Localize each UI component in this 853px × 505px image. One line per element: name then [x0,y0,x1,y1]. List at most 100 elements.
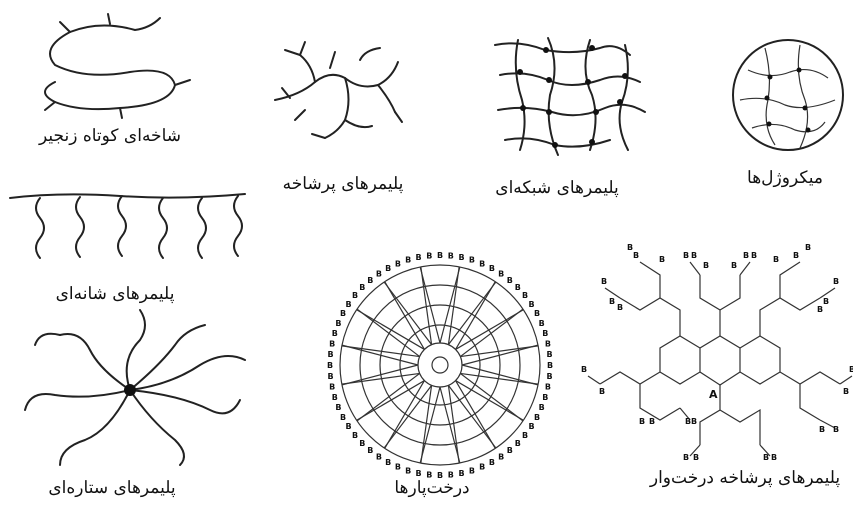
end-group-B: B [522,291,528,300]
end-group-B: B [528,300,534,309]
end-group-B: B [539,403,545,412]
end-group-B: B [335,403,341,412]
dendrimer-spoke [385,282,425,350]
end-group-B: B [479,259,485,268]
end-group-B: B [367,446,373,455]
end-group-B: B [773,255,779,264]
end-group-B: B [352,431,358,440]
end-group-B: B [329,340,335,349]
end-group-B: B [659,255,665,264]
comb-drawing [10,194,245,258]
dendritic-end-groups: BBBBBBBBBBBBBBBBBBBBBBBBBBBBBBBB [581,243,853,462]
end-group-B: B [469,466,475,475]
end-group-B: B [385,264,391,273]
end-group-B: B [352,291,358,300]
end-group-B: B [819,425,825,434]
end-group-B: B [498,270,504,279]
end-group-B: B [448,470,454,479]
end-group-B: B [335,319,341,328]
network-drawing [495,38,645,155]
end-group-B: B [328,372,334,381]
end-group-B: B [833,277,839,286]
end-group-B: B [328,350,334,359]
end-group-B: B [805,243,811,252]
end-group-B: B [751,251,757,260]
end-group-B: B [649,417,655,426]
short-chain-drawing [45,14,190,118]
end-group-B: B [469,256,475,265]
dendrimer-spoke [456,381,496,449]
end-group-B: B [691,417,697,426]
end-group-B: B [359,439,365,448]
end-group-B: B [546,372,552,381]
end-group-B: B [367,276,373,285]
end-group-B: B [426,252,432,261]
end-group-B: B [833,425,839,434]
dendrimer-spoke [456,310,524,350]
end-group-B: B [346,422,352,431]
end-group-B: B [534,413,540,422]
end-group-B: B [507,276,513,285]
end-group-B: B [395,463,401,472]
end-group-B: B [542,329,548,338]
end-group-B: B [327,361,333,370]
branched-drawing [275,42,402,138]
end-group-B: B [385,458,391,467]
end-group-B: B [507,446,513,455]
end-group-B: B [437,251,443,260]
end-group-B: B [601,277,607,286]
microgel-drawing [733,40,843,150]
end-group-B: B [545,382,551,391]
end-group-B: B [843,387,849,396]
end-group-B: B [545,340,551,349]
end-group-B: B [693,453,699,462]
end-group-B: B [332,329,338,338]
end-group-B: B [534,309,540,318]
end-group-B: B [771,453,777,462]
core-A-label: A [709,388,718,401]
end-group-B: B [340,309,346,318]
end-group-B: B [329,382,335,391]
end-group-B: B [376,270,382,279]
end-group-B: B [633,251,639,260]
end-group-B: B [823,297,829,306]
end-group-B: B [528,422,534,431]
end-group-B: B [332,393,338,402]
end-group-B: B [522,431,528,440]
end-group-B: B [416,253,422,262]
end-group-B: B [405,466,411,475]
dendrimer-spoke [357,310,425,350]
end-group-B: B [479,463,485,472]
end-group-B: B [617,303,623,312]
end-group-B: B [359,283,365,292]
end-group-B: B [599,387,605,396]
end-group-B: B [515,439,521,448]
end-group-B: B [458,253,464,262]
end-group-B: B [639,417,645,426]
end-group-B: B [515,283,521,292]
dendrimer-spoke [456,282,496,350]
end-group-B: B [743,251,749,260]
end-group-B: B [683,251,689,260]
end-group-B: B [498,452,504,461]
end-group-B: B [489,264,495,273]
end-group-B: B [376,452,382,461]
end-group-B: B [581,365,587,374]
dendrimer-drawing: BBBBBBBBBBBBBBBBBBBBBBBBBBBBBBBBBBBBBBBB… [327,251,553,480]
end-group-B: B [683,453,689,462]
dendrimer-spokes [342,267,538,463]
end-group-B: B [546,350,552,359]
dendrimer-spoke [385,381,425,449]
dendrimer-spoke [357,381,425,421]
end-group-B: B [763,453,769,462]
end-group-B: B [849,365,853,374]
end-group-B: B [539,319,545,328]
end-group-B: B [489,458,495,467]
end-group-B: B [448,252,454,261]
dendrimer-spoke [456,381,524,421]
end-group-B: B [627,243,633,252]
end-group-B: B [731,261,737,270]
